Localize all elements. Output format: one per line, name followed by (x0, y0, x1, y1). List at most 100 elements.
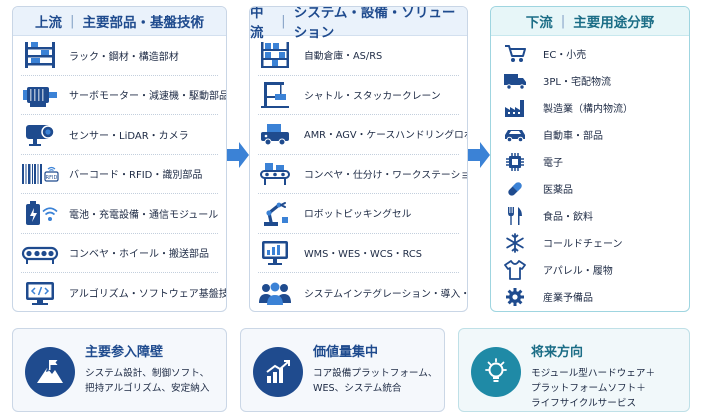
upstream-subtitle: 主要部品・基盤技術 (82, 15, 205, 31)
header-separator: | (560, 13, 566, 29)
upstream-item-label: サーボモーター・減速機・駆動部品 (69, 91, 227, 103)
upstream-item-label: 電池・充電設備・通信モジュール (69, 209, 219, 221)
entry-barriers-card: 主要参入障壁 システム設計、制御ソフト、 把持アルゴリズム、安定納入 (12, 328, 227, 412)
downstream-item-label: 食品・飲料 (543, 212, 593, 223)
downstream-item: アパレル・履物 (499, 256, 681, 283)
flow-arrow-right-icon (468, 142, 490, 168)
card-text-line: コア設備プラットフォーム、 (313, 368, 438, 379)
downstream-header: 下流 | 主要用途分野 (491, 7, 689, 36)
dashboard-monitor-icon (258, 238, 292, 268)
motor-icon (21, 80, 59, 110)
value-concentration-card: 価値量集中 コア設備プラットフォーム、 WES、システム統合 (240, 328, 445, 412)
midstream-item: AMR・AGV・ケースハンドリングロボット (258, 115, 467, 155)
rack-icon (21, 40, 59, 70)
midstream-item-label: シャトル・スタッカークレーン (304, 90, 441, 102)
header-separator: | (281, 13, 286, 29)
midstream-item-label: ロボットピッキングセル (304, 209, 412, 221)
midstream-title: 中流 (250, 6, 264, 41)
downstream-subtitle: 主要用途分野 (573, 15, 655, 31)
downstream-item: 食品・飲料 (499, 202, 681, 229)
warehouse-shelf-icon (258, 40, 292, 70)
midstream-header: 中流 | システム・設備・ソリューション (250, 7, 467, 41)
card-text-line: ライフサイクルサービス (531, 398, 637, 409)
upstream-item: ラック・鋼材・構造部材 (21, 36, 218, 76)
downstream-item-label: 製造業（構内物流） (543, 104, 633, 115)
midstream-item: 自動倉庫・AS/RS (258, 36, 459, 76)
upstream-item-label: ラック・鋼材・構造部材 (69, 51, 179, 63)
card-text-line: 把持アルゴリズム、安定納入 (85, 383, 210, 394)
upstream-item: コンベヤ・ホイール・搬送部品 (21, 234, 218, 273)
upstream-item-label: バーコード・RFID・識別部品 (69, 170, 203, 182)
factory-icon (503, 97, 527, 119)
upstream-item-label: センサー・LiDAR・カメラ (69, 130, 189, 142)
rfid-tag-text: RFID (46, 175, 58, 181)
upstream-item: RFID バーコード・RFID・識別部品 (21, 155, 218, 194)
downstream-item-label: 3PL・宅配物流 (543, 77, 611, 88)
header-separator: | (69, 13, 75, 29)
flow-arrow-right-icon (227, 142, 249, 168)
midstream-item-label: AMR・AGV・ケースハンドリングロボット (304, 130, 467, 142)
downstream-item-label: 医薬品 (543, 185, 573, 196)
future-direction-card: 将来方向 モジュール型ハードウェア＋ プラットフォームソフト＋ ライフサイクルサ… (458, 328, 690, 412)
car-icon (503, 124, 527, 146)
robot-arm-icon (258, 198, 292, 228)
downstream-column: 下流 | 主要用途分野 EC・小売 3PL・宅配物流 製造業（構内物流） (490, 6, 690, 312)
downstream-item: 産業予備品 (499, 283, 681, 310)
downstream-item: 電子 (499, 148, 681, 175)
upstream-item: サーボモーター・減速機・駆動部品 (21, 76, 226, 115)
card-text-line: システム設計、制御ソフト、 (85, 368, 210, 379)
midstream-item: ロボットピッキングセル (258, 194, 459, 234)
midstream-column: 中流 | システム・設備・ソリューション 自動倉庫・AS/RS シャトル・スタッ… (249, 6, 468, 312)
truck-icon (503, 70, 527, 92)
downstream-item: 製造業（構内物流） (499, 94, 681, 121)
conveyor-icon (21, 238, 59, 268)
upstream-item: 電池・充電設備・通信モジュール (21, 194, 218, 234)
gear-icon (503, 286, 527, 308)
downstream-title: 下流 (525, 15, 553, 31)
lightbulb-icon (471, 347, 521, 397)
downstream-item-label: アパレル・履物 (543, 266, 613, 277)
midstream-item: コンベヤ・仕分け・ワークステーション (258, 155, 467, 194)
downstream-item: EC・小売 (499, 40, 681, 67)
downstream-item-label: 自動車・部品 (543, 131, 603, 142)
stacker-crane-icon (258, 80, 292, 110)
upstream-item-label: コンベヤ・ホイール・搬送部品 (69, 249, 209, 261)
midstream-item-label: WMS・WES・WCS・RCS (304, 248, 422, 260)
card-text-line: モジュール型ハードウェア＋ (531, 368, 656, 379)
upstream-item: センサー・LiDAR・カメラ (21, 115, 218, 155)
midstream-item: シャトル・スタッカークレーン (258, 76, 459, 115)
cart-icon (503, 43, 527, 65)
downstream-item: 医薬品 (499, 175, 681, 202)
utensils-icon (503, 205, 527, 227)
code-monitor-icon (21, 278, 59, 308)
barcode-icon: RFID (21, 159, 59, 189)
downstream-item-label: EC・小売 (543, 50, 587, 61)
upstream-title: 上流 (34, 15, 62, 31)
mountain-flag-icon (25, 347, 75, 397)
downstream-item: 3PL・宅配物流 (499, 67, 681, 94)
upstream-item-label: アルゴリズム・ソフトウェア基盤技術 (69, 289, 227, 301)
card-text-line: プラットフォームソフト＋ (531, 383, 646, 394)
sorting-conveyor-icon (258, 159, 292, 189)
midstream-item: システムインテグレーション・導入・保守 (258, 273, 467, 311)
card-title: 将来方向 (531, 345, 584, 360)
midstream-item-label: コンベヤ・仕分け・ワークステーション (304, 169, 468, 181)
upstream-header: 上流 | 主要部品・基盤技術 (13, 7, 226, 36)
tshirt-icon (503, 259, 527, 281)
midstream-item: WMS・WES・WCS・RCS (258, 234, 459, 273)
card-title: 価値量集中 (313, 345, 379, 360)
upstream-item: アルゴリズム・ソフトウェア基盤技術 (21, 273, 226, 311)
downstream-item-label: 産業予備品 (543, 293, 593, 304)
growth-chart-icon (253, 347, 303, 397)
midstream-subtitle: システム・設備・ソリューション (293, 6, 456, 41)
downstream-item-label: 電子 (543, 158, 563, 169)
capsule-icon (503, 178, 527, 200)
upstream-column: 上流 | 主要部品・基盤技術 ラック・鋼材・構造部材 サーボモーター・減速機・駆… (12, 6, 227, 312)
battery-icon (21, 198, 59, 228)
chip-icon (503, 151, 527, 173)
downstream-item-label: コールドチェーン (543, 239, 623, 250)
agv-icon (258, 119, 292, 149)
card-title: 主要参入障壁 (85, 345, 164, 360)
midstream-item-label: システムインテグレーション・導入・保守 (304, 288, 467, 300)
midstream-item-label: 自動倉庫・AS/RS (304, 51, 383, 63)
